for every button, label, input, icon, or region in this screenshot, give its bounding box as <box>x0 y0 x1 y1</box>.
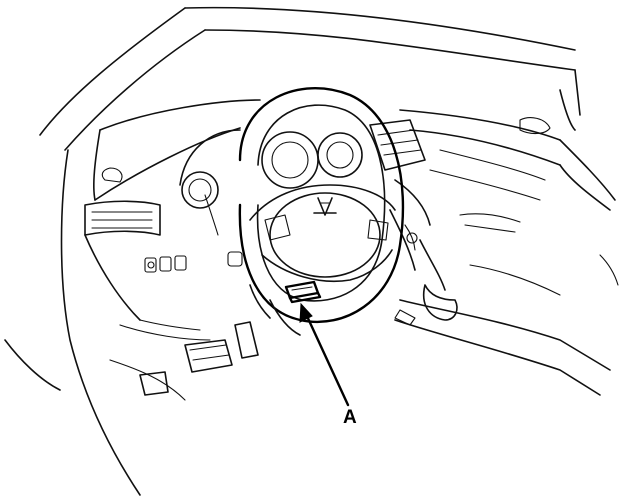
pedals <box>139 319 259 396</box>
left-vent <box>84 200 161 321</box>
callout-label-a: A <box>343 407 357 428</box>
right-pillar <box>519 69 581 135</box>
floor-lines <box>109 254 619 401</box>
switch-a <box>284 280 322 304</box>
a-pillar <box>39 6 576 151</box>
dashboard-top <box>94 99 616 211</box>
switch-panel <box>144 251 243 273</box>
gauge-cluster <box>179 129 363 236</box>
door-panel <box>4 129 141 496</box>
steering-wheel <box>238 87 405 324</box>
steering-column <box>249 284 301 336</box>
center-stack <box>369 119 431 271</box>
callout-arrow <box>299 302 350 407</box>
center-console <box>394 213 611 396</box>
